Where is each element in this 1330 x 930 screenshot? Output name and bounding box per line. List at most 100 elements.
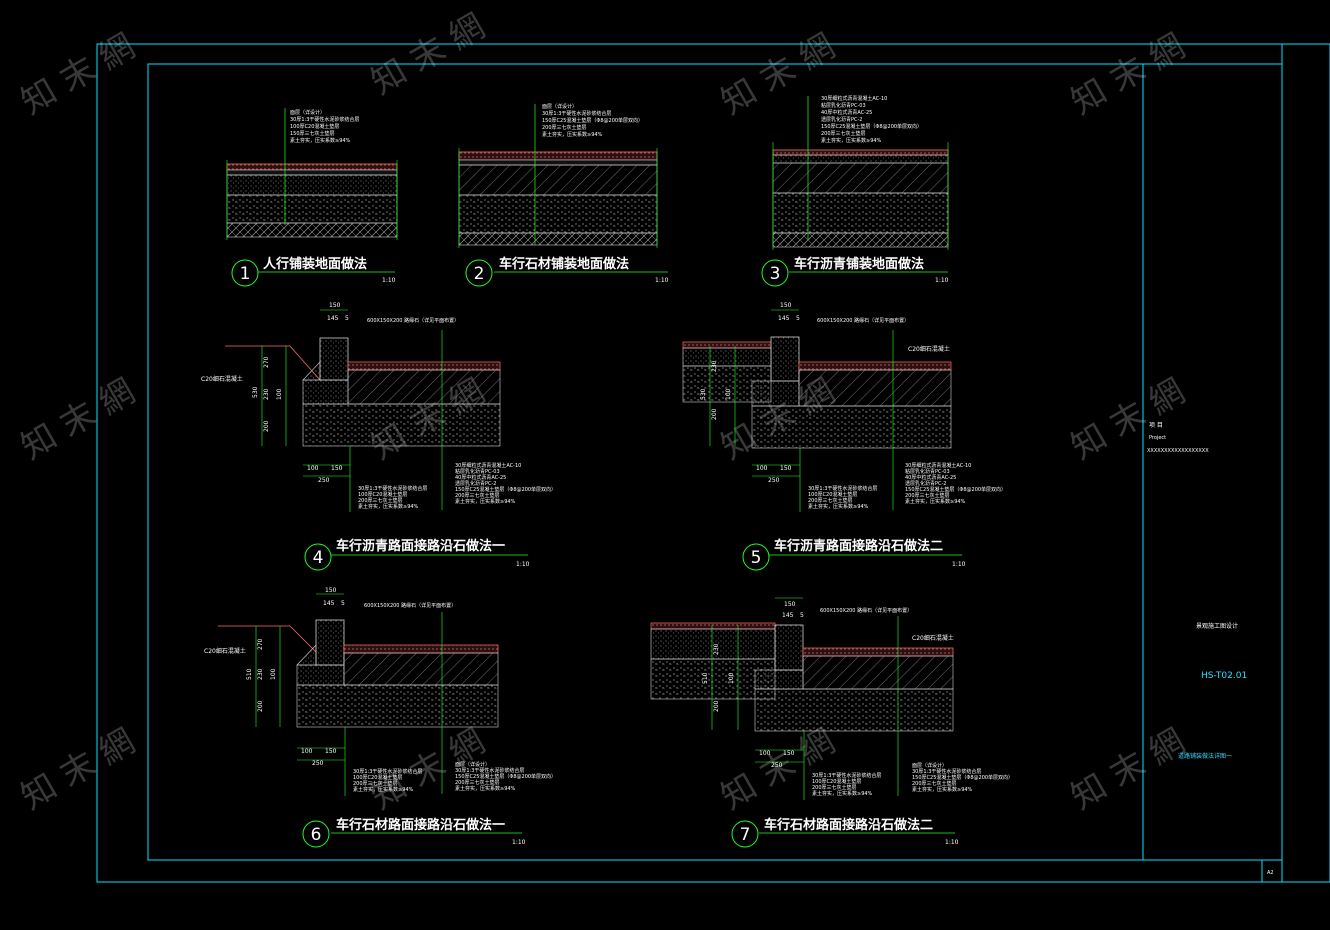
curb-base-concrete	[751, 380, 800, 407]
layer-note: 100厚C20混凝土垫层	[808, 491, 857, 498]
curb-base-concrete	[296, 664, 345, 686]
layer-note: 粘层乳化沥青PC-03	[455, 468, 500, 475]
dimension-label: 230	[711, 360, 718, 372]
layer-note: 素土夯实，压实系数≥94%	[812, 790, 873, 797]
detail-title: 车行石材路面接路沿石做法一	[336, 817, 505, 833]
dimension-label: 100	[756, 465, 768, 472]
dimension-label: 200	[257, 700, 264, 712]
dimension-label: 150	[325, 587, 337, 594]
layer-note: 素土夯实，压实系数≥94%	[455, 498, 516, 505]
subgrade-layer	[226, 222, 398, 238]
layer-note: 200厚三七灰土垫层	[812, 784, 857, 791]
side-label: C20细石混凝土	[204, 647, 246, 655]
dimension-label: 230	[257, 668, 264, 680]
detail-number-circle	[761, 259, 789, 287]
detail-5: 150 145 5 230 200 530 100 100 150 250 C2…	[682, 302, 1006, 571]
detail-number: 4	[313, 548, 324, 568]
mortar-layer	[226, 169, 398, 176]
curb-stone	[770, 336, 800, 382]
layer-note: 素土夯实，压实系数≥94%	[542, 131, 603, 138]
lime-soil-layer	[772, 192, 949, 234]
layer-note: 40厚中粒式沥青AC-25	[821, 109, 872, 116]
dimension-label: 150	[783, 750, 795, 757]
dimension-label: 100	[276, 388, 283, 400]
layer-note: 30厚1:3干硬性水泥砂浆结合层	[912, 768, 981, 775]
concrete-layer	[772, 162, 949, 194]
dimension-label: 150	[331, 465, 343, 472]
layer-note: 40厚中粒式沥青AC-25	[455, 474, 506, 481]
layer-note: 200厚三七灰土垫层	[821, 130, 866, 137]
detail-scale: 1:10	[516, 561, 530, 568]
layer-note: 粘层乳化沥青PC-03	[821, 102, 866, 109]
drawing-title: 道路铺装做法详图一	[1178, 752, 1232, 760]
subgrade-layer	[772, 232, 949, 248]
ground-line	[218, 625, 317, 653]
layer-note: 透层乳化沥青PC-2	[821, 116, 863, 123]
concrete-layer	[802, 655, 954, 690]
layer-note: 素土夯实，压实系数≥94%	[808, 503, 869, 510]
detail-number: 7	[740, 825, 751, 845]
dimension-label: 100	[270, 668, 277, 680]
curb-note: 600X150X200 路缘石（详见平面布置）	[367, 317, 459, 324]
detail-number: 2	[474, 264, 485, 284]
layer-note: 150厚三七灰土垫层	[290, 130, 335, 137]
curb-note: 600X150X200 路缘石（详见平面布置）	[820, 607, 912, 614]
dimension-label: 100	[725, 388, 732, 400]
detail-title: 车行沥青铺装地面做法	[794, 256, 924, 272]
layer-note: 100厚C20混凝土垫层	[353, 774, 402, 781]
lime-soil-layer	[296, 684, 499, 728]
concrete-layer	[458, 164, 658, 196]
dimension-label: 150	[784, 601, 796, 608]
dimension-label: 200	[711, 408, 718, 420]
layer-note: 素土夯实，压实系数≥94%	[455, 785, 516, 792]
lime-soil-layer	[226, 194, 398, 224]
c20-backing	[302, 361, 321, 381]
asphalt-fine-layer	[772, 149, 949, 156]
watermark: 知 末 網	[15, 721, 142, 817]
curb-stone	[774, 624, 804, 671]
layer-note: 30厚1:3干硬性水泥砂浆结合层	[455, 767, 524, 774]
dimension-label: 510	[702, 672, 709, 684]
curb-note: 600X150X200 路缘石（详见平面布置）	[364, 602, 456, 609]
sheet-size: A2	[1267, 870, 1274, 876]
surface-layer	[226, 163, 398, 171]
watermark: 知 末 網	[15, 26, 142, 122]
detail-6: 150 145 5 270 230 200 510 100 100 150 25…	[204, 587, 556, 848]
watermark-group: 知 末 網 知 末 網 知 末 網 知 末 網 知 末 網 知 末 網 知 末 …	[15, 6, 1192, 817]
dimension-label: 150	[780, 465, 792, 472]
side-label: C20细石混凝土	[201, 375, 243, 383]
layer-note: 40厚中粒式沥青AC-25	[905, 474, 956, 481]
detail-scale: 1:10	[512, 839, 526, 846]
unit-name: 景观施工图设计	[1196, 622, 1238, 630]
layer-note: 200厚三七灰土垫层	[808, 497, 853, 504]
layer-note: 200厚三七灰土垫层	[905, 492, 950, 499]
layer-note: 面层（详设计）	[290, 109, 325, 116]
layer-note: 30厚1:3干硬性水泥砂浆结合层	[353, 768, 422, 775]
watermark: 知 末 網	[365, 6, 492, 102]
stone-surface	[343, 644, 499, 654]
layer-note: 素土夯实，压实系数≥94%	[821, 137, 882, 144]
layer-note: 粘层乳化沥青PC-03	[905, 468, 950, 475]
dimension-label: 270	[263, 356, 270, 368]
project-label-en: Project	[1149, 435, 1166, 441]
project-name: XXXXXXXXXXXXXXXXXX	[1147, 448, 1209, 454]
layer-note: 30厚细粒式沥青混凝土AC-10	[821, 95, 887, 102]
detail-number-circle	[742, 543, 770, 571]
dimension-label: 250	[318, 477, 330, 484]
concrete-layer	[798, 369, 952, 407]
detail-scale: 1:10	[382, 277, 396, 284]
layer-note: 30厚细粒式沥青混凝土AC-10	[455, 462, 521, 469]
layer-note: 150厚C25混凝土垫层（Φ8@200单层双向）	[905, 486, 1006, 493]
curb-stone	[319, 337, 349, 381]
ground-line	[225, 345, 321, 381]
asphalt-surface	[798, 361, 952, 371]
layer-note: 30厚1:3干硬性水泥砂浆结合层	[542, 110, 611, 117]
layer-note: 素土夯实，压实系数≥94%	[290, 137, 351, 144]
layer-note: 150厚C25混凝土垫层（Φ8@200单层双向）	[455, 773, 556, 780]
layer-note: 面层（详设计）	[455, 761, 490, 768]
dimension-label: 100	[728, 672, 735, 684]
concrete-layer	[343, 652, 499, 686]
layer-note: 透层乳化沥青PC-2	[455, 480, 497, 487]
layer-note: 150厚C25混凝土垫层（Φ8@200单层双向）	[821, 123, 922, 130]
outer-frame	[96, 43, 1330, 883]
